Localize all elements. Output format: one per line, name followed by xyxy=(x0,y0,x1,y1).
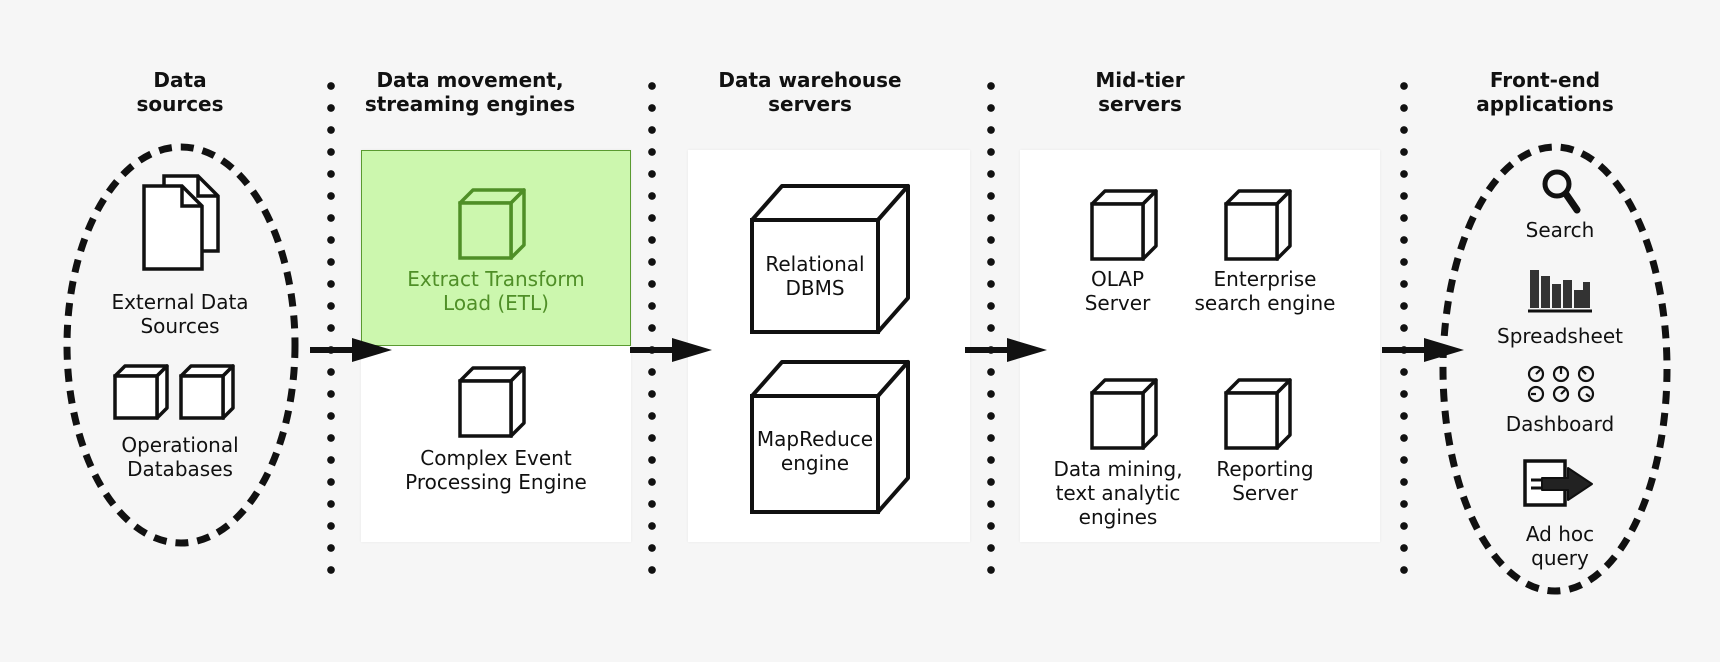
heading-data-movement: Data movement, streaming engines xyxy=(364,68,576,116)
arrow-movement-to-warehouse xyxy=(630,338,712,362)
cube-icon xyxy=(458,188,526,260)
reporting-server-label: Reporting Server xyxy=(1216,457,1314,505)
bar-chart-icon xyxy=(1528,270,1592,313)
arrow-warehouse-to-midtier xyxy=(965,338,1047,362)
cube-icon xyxy=(1090,189,1158,261)
separator-2 xyxy=(648,75,656,585)
cube-icon xyxy=(113,364,169,420)
arrow-midtier-to-frontend xyxy=(1382,338,1464,362)
mapreduce-label: MapReduce engine xyxy=(756,427,874,475)
data-mining-label: Data mining, text analytic engines xyxy=(1053,457,1183,529)
heading-data-sources: Data sources xyxy=(136,68,224,116)
cube-icon xyxy=(1224,189,1292,261)
front-end-ellipse xyxy=(1439,143,1671,595)
document-stack-icon xyxy=(142,174,220,271)
terminal-arrow-icon xyxy=(1523,459,1593,507)
separator-3 xyxy=(987,75,995,585)
mid-tier-panel xyxy=(1020,150,1380,542)
cube-icon xyxy=(750,184,910,334)
separator-1 xyxy=(327,75,335,585)
cube-icon xyxy=(1090,378,1158,450)
separator-4 xyxy=(1400,75,1408,585)
heading-data-warehouse: Data warehouse servers xyxy=(718,68,902,116)
magnifier-icon xyxy=(1542,169,1581,214)
cube-icon xyxy=(750,360,910,514)
heading-front-end: Front-end applications xyxy=(1476,68,1614,116)
cube-icon xyxy=(179,364,235,420)
heading-mid-tier: Mid-tier servers xyxy=(1095,68,1185,116)
external-data-sources-label: External Data Sources xyxy=(111,290,249,338)
arrow-sources-to-movement xyxy=(310,338,392,362)
olap-server-label: OLAP Server xyxy=(1084,267,1151,315)
ad-hoc-query-label: Ad hoc query xyxy=(1525,522,1595,570)
spreadsheet-label: Spreadsheet xyxy=(1497,324,1623,348)
etl-label: Extract Transform Load (ETL) xyxy=(407,267,585,315)
data-sources-ellipse xyxy=(63,143,299,547)
dashboard-label: Dashboard xyxy=(1505,412,1615,436)
operational-databases-label: Operational Databases xyxy=(121,433,239,481)
search-label: Search xyxy=(1525,218,1595,242)
cep-label: Complex Event Processing Engine xyxy=(405,446,587,494)
cube-icon xyxy=(1224,378,1292,450)
enterprise-search-engine-label: Enterprise search engine xyxy=(1194,267,1336,315)
gauges-icon xyxy=(1527,365,1595,403)
cube-icon xyxy=(458,366,526,438)
relational-dbms-label: Relational DBMS xyxy=(765,252,865,300)
